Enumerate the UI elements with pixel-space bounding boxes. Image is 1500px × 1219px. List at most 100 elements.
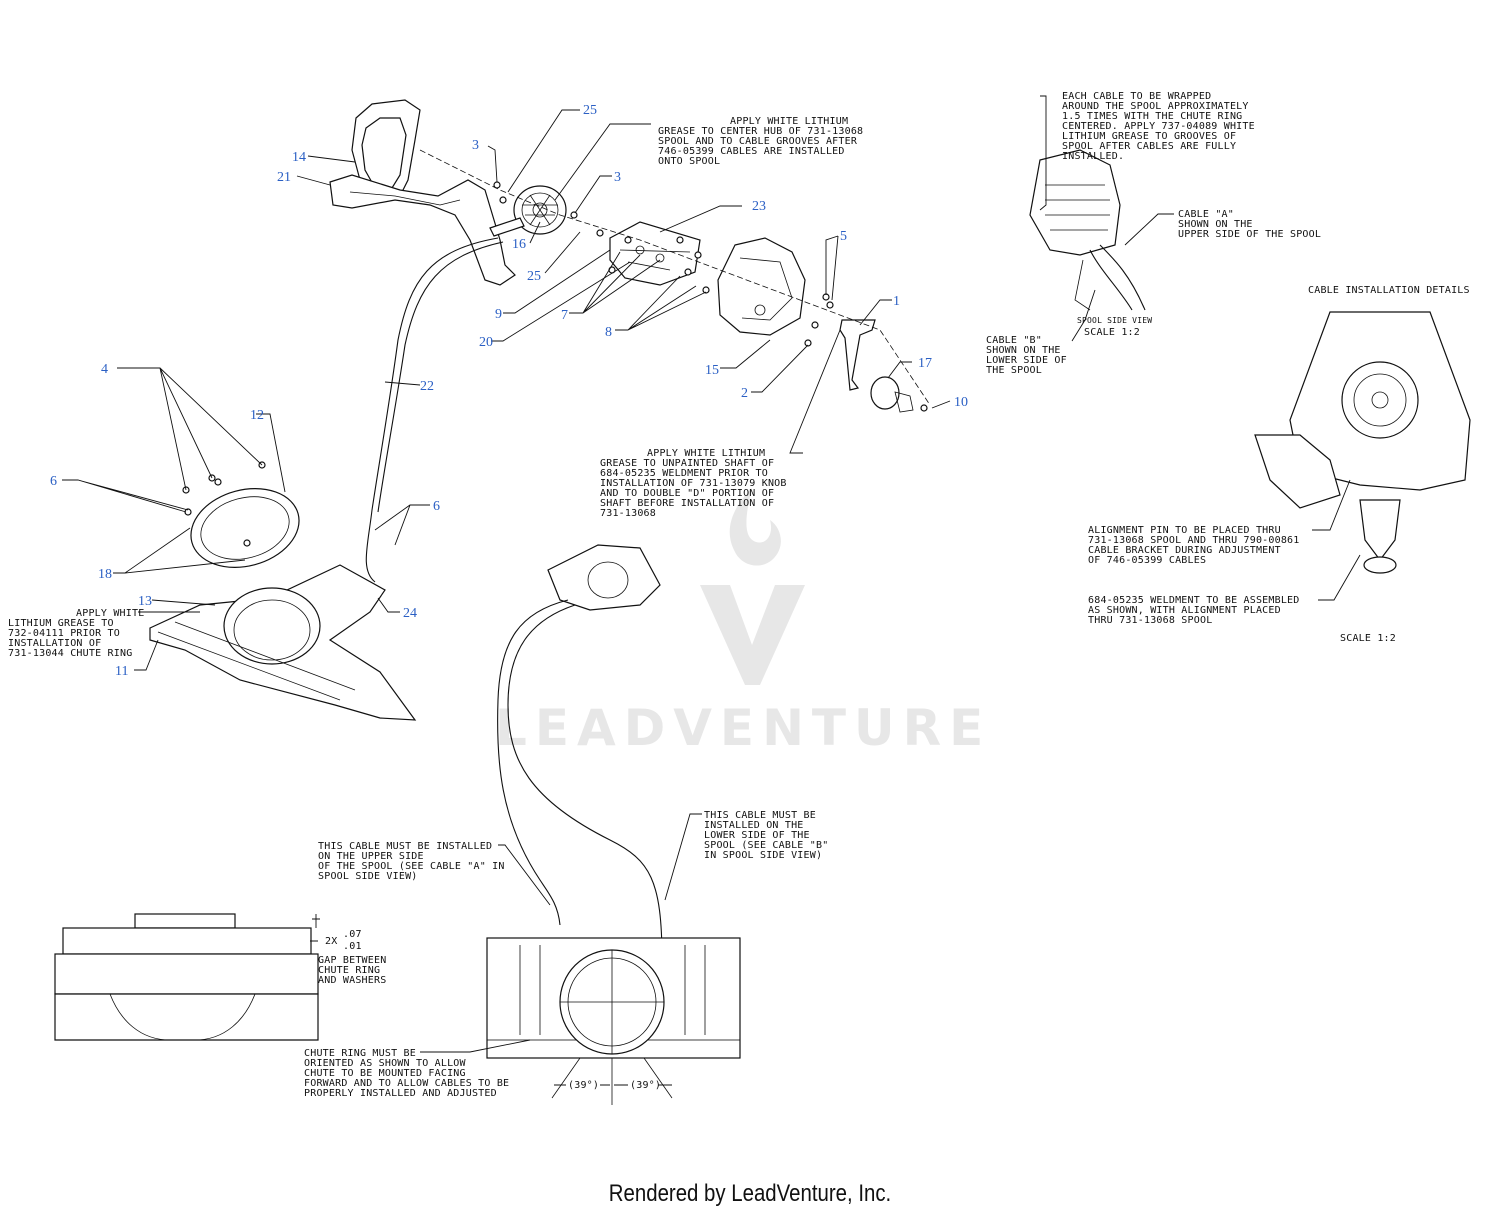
callout-2: 2: [741, 386, 748, 401]
svg-text:731-13068 SPOOL AND THRU 790-0: 731-13068 SPOOL AND THRU 790-00861: [1088, 535, 1300, 546]
svg-text:THIS CABLE MUST BE: THIS CABLE MUST BE: [704, 810, 816, 821]
callout-11: 11: [115, 664, 128, 679]
svg-text:AS SHOWN, WITH ALIGNMENT PLACE: AS SHOWN, WITH ALIGNMENT PLACED: [1088, 605, 1281, 616]
chute-base-part: [149, 564, 417, 721]
spool-housing-part: [717, 237, 806, 336]
svg-text:ON THE UPPER SIDE: ON THE UPPER SIDE: [318, 851, 424, 862]
svg-text:INSTALLATION OF 731-13079 KNOB: INSTALLATION OF 731-13079 KNOB: [600, 478, 787, 489]
svg-text:.01: .01: [343, 941, 362, 952]
svg-text:SPOOL (SEE CABLE "B": SPOOL (SEE CABLE "B": [704, 840, 828, 851]
cable-bracket-part: [609, 221, 701, 286]
svg-text:INSTALLED.: INSTALLED.: [1062, 151, 1124, 162]
control-panel-part: [329, 99, 516, 286]
callout-3-left: 3: [472, 138, 479, 153]
callout-14: 15: [705, 363, 719, 378]
footer-credit: Rendered by LeadVenture, Inc.: [608, 1180, 892, 1207]
svg-text:SPOOL SIDE VIEW): SPOOL SIDE VIEW): [318, 871, 418, 882]
callout-1: 1: [893, 294, 900, 309]
cable-21: [365, 237, 499, 583]
callout-13: 14: [292, 150, 306, 165]
svg-text:SPOOL AND TO CABLE GROOVES AFT: SPOOL AND TO CABLE GROOVES AFTER: [658, 136, 858, 147]
callout-16: 17: [918, 356, 932, 371]
note-weldment: 684-05235 WELDMENT TO BE ASSEMBLED AS SH…: [1088, 595, 1300, 626]
svg-text:THE SPOOL: THE SPOOL: [986, 365, 1042, 376]
note-grease-spool: APPLY WHITE LITHIUM GREASE TO CENTER HUB…: [658, 116, 863, 167]
svg-text:684-05235 WELDMENT TO BE ASSEM: 684-05235 WELDMENT TO BE ASSEMBLED: [1088, 595, 1300, 606]
callout-24: 24: [403, 606, 417, 621]
svg-text:731-13068: 731-13068: [600, 508, 656, 519]
svg-text:THIS CABLE MUST BE INSTALLED: THIS CABLE MUST BE INSTALLED: [318, 841, 492, 852]
svg-text:2X: 2X: [325, 936, 337, 947]
callout-10: 10: [954, 395, 968, 410]
svg-text:UPPER SIDE OF THE SPOOL: UPPER SIDE OF THE SPOOL: [1178, 229, 1321, 240]
label-scale-bottom: SCALE 1:2: [1340, 633, 1396, 644]
chute-side-view: [54, 913, 319, 1041]
svg-text:SHAFT BEFORE INSTALLATION OF: SHAFT BEFORE INSTALLATION OF: [600, 498, 774, 509]
svg-text:APPLY WHITE LITHIUM: APPLY WHITE LITHIUM: [730, 116, 848, 127]
svg-text:746-05399 CABLES ARE INSTALLED: 746-05399 CABLES ARE INSTALLED: [658, 146, 845, 157]
callout-25-bottom: 25: [527, 269, 541, 284]
svg-text:INSTALLED ON THE: INSTALLED ON THE: [704, 820, 804, 831]
svg-text:PROPERLY INSTALLED AND ADJUSTE: PROPERLY INSTALLED AND ADJUSTED: [304, 1088, 497, 1099]
callout-3-right: 3: [614, 170, 621, 185]
callout-25-top: 25: [583, 103, 597, 118]
svg-text:APPLY WHITE: APPLY WHITE: [76, 608, 144, 619]
svg-text:AROUND THE SPOOL APPROXIMATELY: AROUND THE SPOOL APPROXIMATELY: [1062, 101, 1249, 112]
callout-15: 16: [512, 237, 526, 252]
leader-lines: [62, 95, 1361, 1053]
svg-text:AND TO DOUBLE "D" PORTION OF: AND TO DOUBLE "D" PORTION OF: [600, 488, 774, 499]
svg-text:CHUTE TO BE MOUNTED FACING: CHUTE TO BE MOUNTED FACING: [304, 1068, 466, 1079]
note-cable-wrap: EACH CABLE TO BE WRAPPED AROUND THE SPOO…: [1062, 91, 1255, 162]
callout-22: 21: [277, 170, 291, 185]
note-cable-b: CABLE "B" SHOWN ON THE LOWER SIDE OF THE…: [986, 335, 1067, 376]
svg-text:SHOWN ON THE: SHOWN ON THE: [1178, 219, 1253, 230]
callout-12: 12: [250, 408, 264, 423]
label-scale-top: SCALE 1:2: [1084, 327, 1140, 338]
note-cable-upper: THIS CABLE MUST BE INSTALLED ON THE UPPE…: [318, 841, 505, 882]
spool-part: [489, 185, 567, 237]
svg-text:GREASE TO CENTER HUB OF 731-13: GREASE TO CENTER HUB OF 731-13068: [658, 126, 863, 137]
note-cable-lower: THIS CABLE MUST BE INSTALLED ON THE LOWE…: [704, 810, 828, 861]
watermark-text: LEADVENTURE: [495, 699, 991, 757]
svg-text:OF THE SPOOL (SEE CABLE "A" IN: OF THE SPOOL (SEE CABLE "A" IN: [318, 861, 505, 872]
svg-text:CABLE BRACKET DURING ADJUSTMEN: CABLE BRACKET DURING ADJUSTMENT: [1088, 545, 1281, 556]
svg-text:GAP BETWEEN: GAP BETWEEN: [318, 955, 386, 966]
svg-text:SPOOL AFTER CABLES ARE FULLY: SPOOL AFTER CABLES ARE FULLY: [1062, 141, 1236, 152]
svg-text:731-13044 CHUTE RING: 731-13044 CHUTE RING: [8, 648, 132, 659]
callout-23: 23: [752, 199, 766, 214]
weldment-part: [839, 319, 876, 391]
gap-dimension: 2X .07 .01 GAP BETWEEN CHUTE RING AND WA…: [318, 929, 386, 986]
chute-ring-part: [182, 461, 300, 568]
callout-9: 9: [495, 307, 502, 322]
svg-text:ALIGNMENT PIN TO BE PLACED THR: ALIGNMENT PIN TO BE PLACED THRU: [1088, 525, 1281, 536]
note-grease-shaft: APPLY WHITE LITHIUM GREASE TO UNPAINTED …: [600, 448, 787, 519]
svg-text:AND WASHERS: AND WASHERS: [318, 975, 386, 986]
svg-text:CENTERED. APPLY 737-04089 WHIT: CENTERED. APPLY 737-04089 WHITE: [1062, 121, 1255, 132]
callout-17: 13: [138, 594, 152, 609]
callout-4: 4: [101, 362, 108, 377]
svg-text:APPLY WHITE LITHIUM: APPLY WHITE LITHIUM: [647, 448, 765, 459]
note-chute-ring: CHUTE RING MUST BE ORIENTED AS SHOWN TO …: [304, 1048, 509, 1099]
svg-text:LOWER SIDE OF THE: LOWER SIDE OF THE: [704, 830, 810, 841]
svg-text:LOWER SIDE OF: LOWER SIDE OF: [986, 355, 1067, 366]
angle-left-label: (39°): [568, 1080, 599, 1091]
callout-20: 20: [479, 335, 493, 350]
label-spool-side-view: SPOOL SIDE VIEW: [1077, 316, 1152, 325]
callout-18: 18: [98, 567, 112, 582]
note-cable-a: CABLE "A" SHOWN ON THE UPPER SIDE OF THE…: [1178, 209, 1321, 240]
spool-side-view: [1029, 149, 1146, 311]
svg-text:FORWARD AND TO ALLOW CABLES TO: FORWARD AND TO ALLOW CABLES TO BE: [304, 1078, 509, 1089]
svg-text:CABLE "A": CABLE "A": [1178, 209, 1234, 220]
svg-text:732-04111 PRIOR TO: 732-04111 PRIOR TO: [8, 628, 120, 639]
note-grease-ring: APPLY WHITE LITHIUM GREASE TO 732-04111 …: [8, 608, 144, 659]
knob-part: [870, 376, 928, 413]
svg-text:ORIENTED AS SHOWN TO ALLOW: ORIENTED AS SHOWN TO ALLOW: [304, 1058, 467, 1069]
assembly-axis: [419, 149, 931, 406]
callout-7: 7: [561, 308, 568, 323]
svg-text:684-05235 WELDMENT PRIOR TO: 684-05235 WELDMENT PRIOR TO: [600, 468, 768, 479]
svg-text:GREASE TO UNPAINTED SHAFT OF: GREASE TO UNPAINTED SHAFT OF: [600, 458, 774, 469]
note-alignment-pin: ALIGNMENT PIN TO BE PLACED THRU 731-1306…: [1088, 525, 1300, 566]
leadventure-watermark: LEADVENTURE: [495, 488, 991, 757]
svg-text:1.5 TIMES WITH THE CHUTE RING: 1.5 TIMES WITH THE CHUTE RING: [1062, 111, 1242, 122]
